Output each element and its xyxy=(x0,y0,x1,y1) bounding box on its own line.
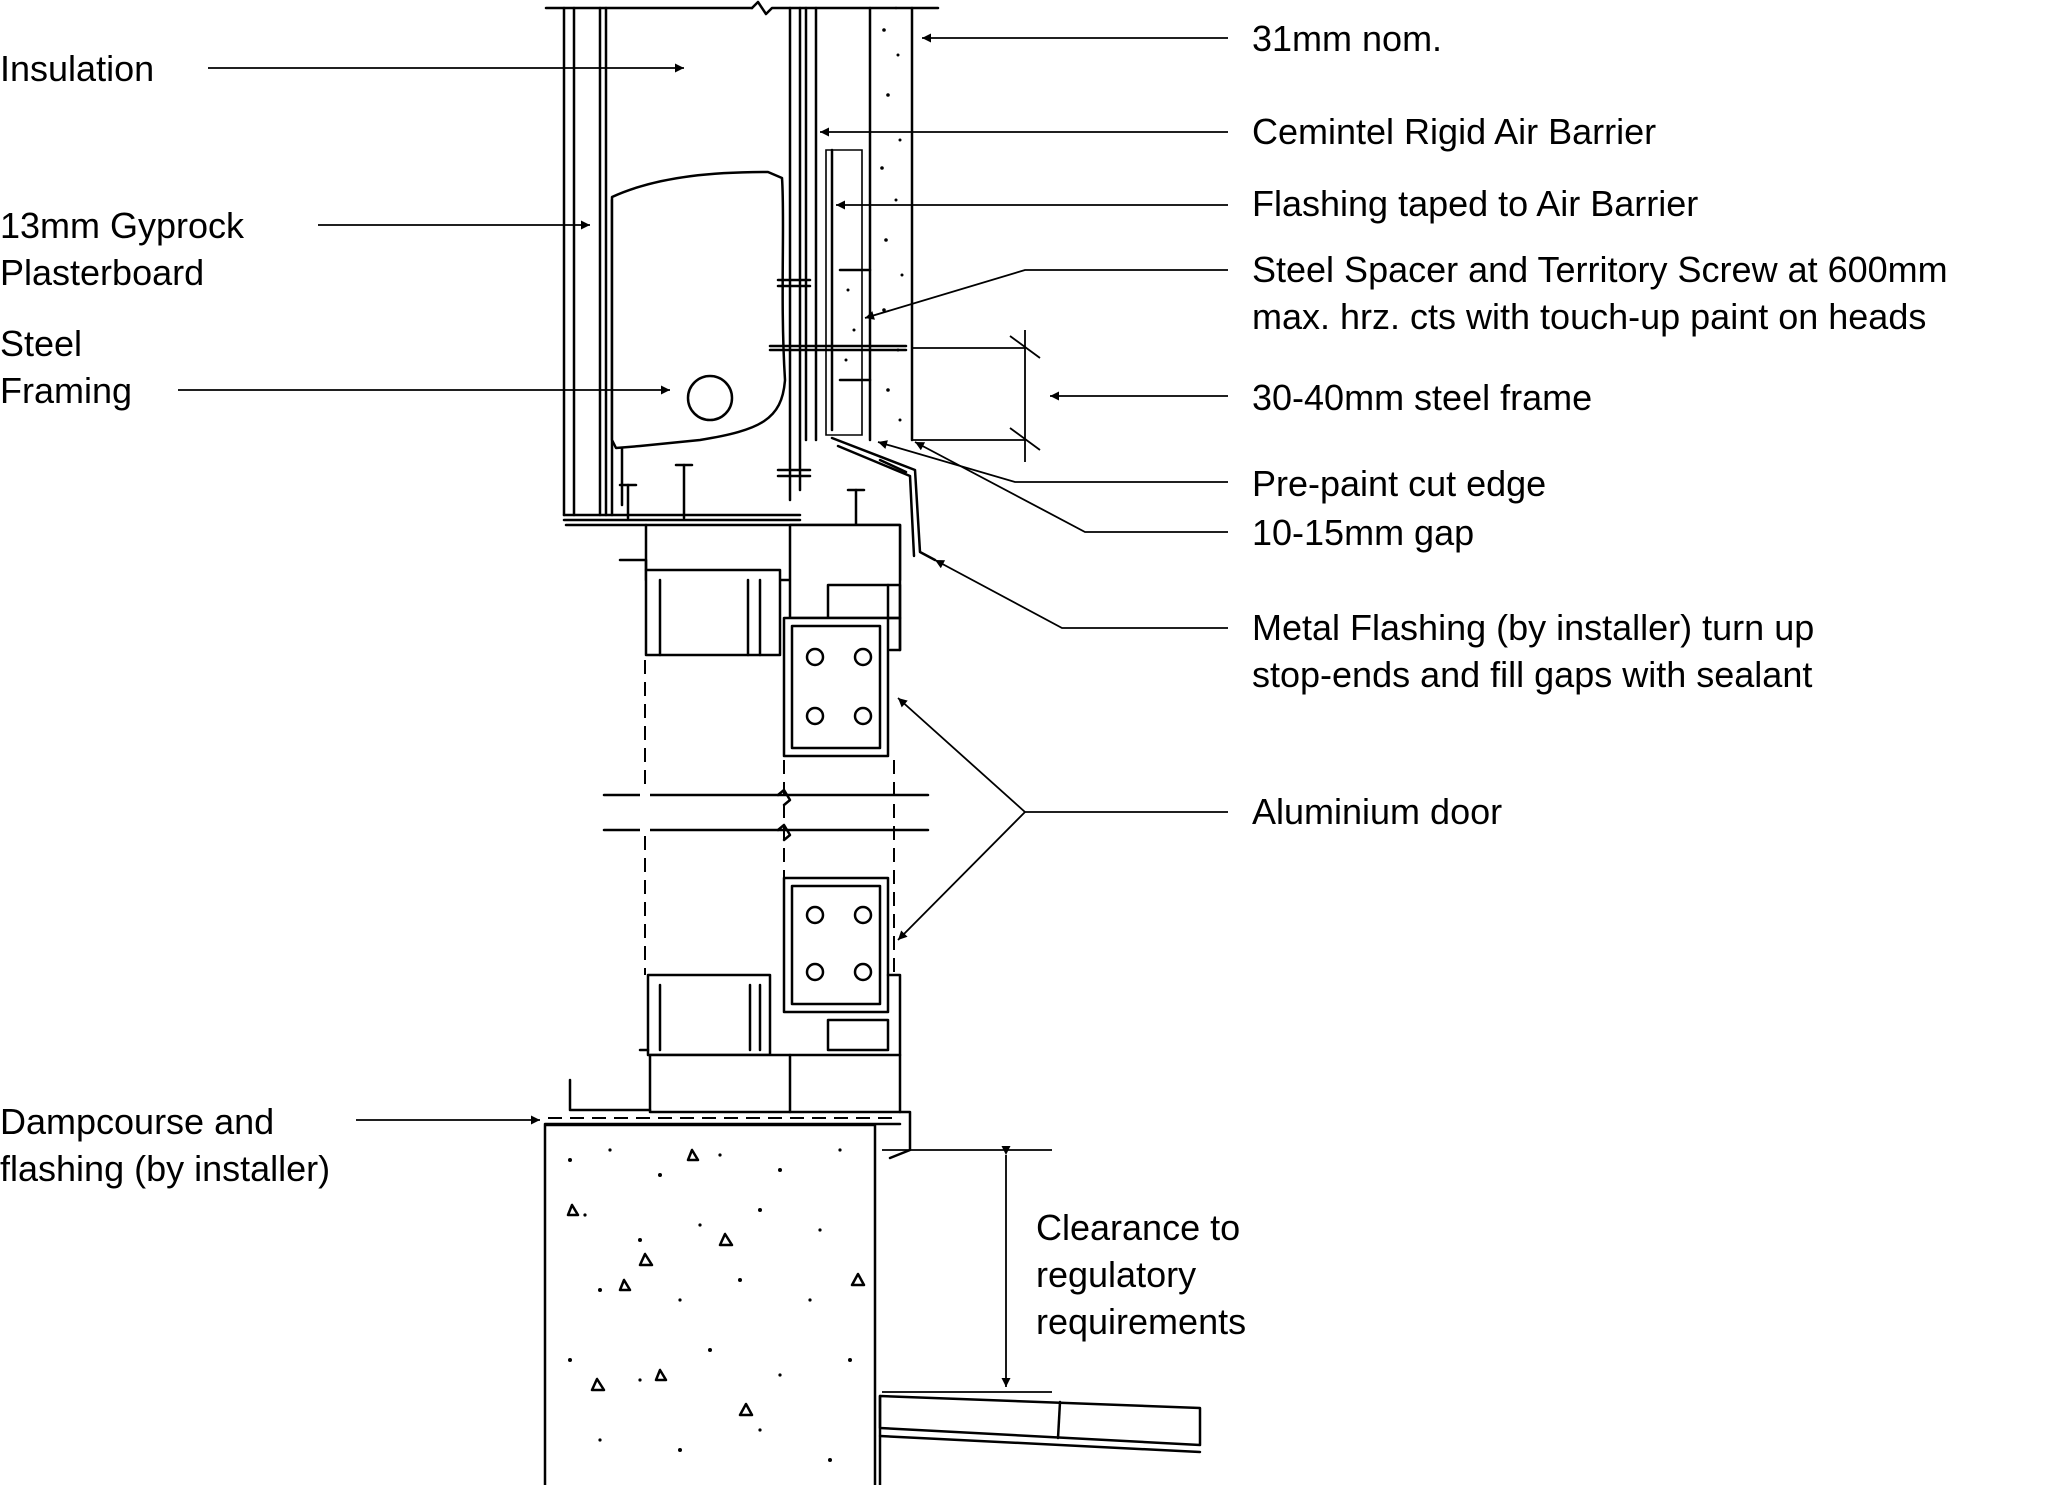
label-clearance-line-2: regulatory xyxy=(1036,1254,1197,1295)
door-leaf-bottom xyxy=(782,876,890,1014)
label-spacer-screw-line-1: Steel Spacer and Territory Screw at 600m… xyxy=(1252,249,1948,290)
head-flashing xyxy=(830,436,937,562)
paving xyxy=(878,1394,1202,1485)
label-aluminium-door: Aluminium door xyxy=(1252,791,1503,832)
label-steel-framing: Steel Framing xyxy=(0,320,132,414)
wall-section xyxy=(544,0,940,582)
label-insulation: Insulation xyxy=(0,48,155,89)
door-leaf-top xyxy=(782,616,902,758)
concrete-slab xyxy=(543,1123,877,1485)
label-metal-flashing: Metal Flashing (by installer) turn up st… xyxy=(1252,604,1814,698)
service-hole-icon xyxy=(686,374,734,422)
label-pre-paint: Pre-paint cut edge xyxy=(1252,463,1547,504)
label-clearance-line-3: requirements xyxy=(1036,1301,1247,1342)
label-spacer-screw-line-2: max. hrz. cts with touch-up paint on hea… xyxy=(1252,296,1927,337)
dimension-steel-frame xyxy=(912,330,1041,462)
label-plasterboard: 13mm Gyprock Plasterboard xyxy=(0,202,244,296)
label-flashing-taped: Flashing taped to Air Barrier xyxy=(1252,183,1699,224)
label-clearance: Clearance to regulatory requirements xyxy=(1036,1204,1246,1345)
label-clearance-line-1: Clearance to xyxy=(1036,1207,1241,1248)
label-plasterboard-line-2: Plasterboard xyxy=(0,252,205,293)
label-steel-framing-line-2: Framing xyxy=(0,370,133,411)
label-metal-flashing-line-2: stop-ends and fill gaps with sealant xyxy=(1252,654,1813,695)
label-dampcourse-line-1: Dampcourse and xyxy=(0,1101,275,1142)
leaders xyxy=(178,33,1228,1125)
label-dampcourse-line-2: flashing (by installer) xyxy=(0,1148,331,1189)
label-plasterboard-line-1: 13mm Gyprock xyxy=(0,205,245,246)
label-gap-10-15: 10-15mm gap xyxy=(1252,512,1475,553)
label-steel-framing-line-1: Steel xyxy=(0,323,83,364)
label-31mm-nom: 31mm nom. xyxy=(1252,18,1443,59)
label-air-barrier: Cemintel Rigid Air Barrier xyxy=(1252,111,1657,152)
door-sill-frame xyxy=(568,973,912,1160)
label-steel-frame-30-40: 30-40mm steel frame xyxy=(1252,377,1593,418)
label-metal-flashing-line-1: Metal Flashing (by installer) turn up xyxy=(1252,607,1815,648)
dimension-clearance xyxy=(882,1146,1052,1393)
label-spacer-screw: Steel Spacer and Territory Screw at 600m… xyxy=(1252,246,1948,340)
label-dampcourse: Dampcourse and flashing (by installer) xyxy=(0,1098,330,1192)
